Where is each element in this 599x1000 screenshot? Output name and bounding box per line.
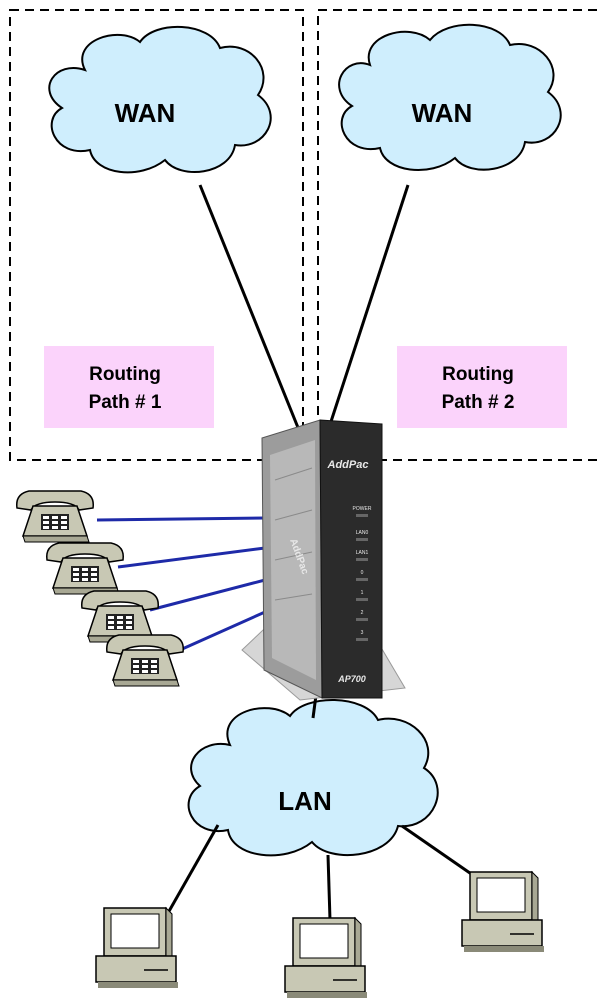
device-brand: AddPac xyxy=(327,459,369,471)
wan-left-label: WAN xyxy=(115,98,176,128)
led-lan1-label: LAN1 xyxy=(356,550,369,556)
computer-icon xyxy=(95,907,179,989)
led-0 xyxy=(356,578,368,581)
phone-line-4 xyxy=(179,610,266,652)
led-power-label: POWER xyxy=(353,506,372,512)
led-1-label: 1 xyxy=(361,590,364,596)
led-2 xyxy=(356,618,368,621)
routing-path-1-box: Routing Path # 1 xyxy=(44,346,214,428)
lan-label: LAN xyxy=(278,786,331,816)
phone-line-1 xyxy=(96,516,266,522)
lan-link-pc-1 xyxy=(166,824,220,914)
routing-path-2-line2: Path # 2 xyxy=(442,392,515,413)
routing-path-1-line1: Routing xyxy=(89,364,161,385)
lan-cloud: LAN xyxy=(187,699,439,857)
phone-line-3 xyxy=(149,578,266,612)
wan-cloud-left: WAN xyxy=(48,25,272,174)
led-power xyxy=(356,514,368,517)
wan-link-1 xyxy=(198,184,305,441)
led-lan0-label: LAN0 xyxy=(356,530,369,536)
telephone-icon xyxy=(106,634,184,687)
led-0-label: 0 xyxy=(361,570,364,576)
wan-right-label: WAN xyxy=(412,98,473,128)
routing-path-1-line2: Path # 1 xyxy=(89,392,162,413)
wan-cloud-right: WAN xyxy=(338,23,562,171)
led-lan0 xyxy=(356,538,368,541)
device-model: AP700 xyxy=(337,674,366,684)
led-3-label: 3 xyxy=(361,630,364,636)
routing-path-2-line1: Routing xyxy=(442,364,514,385)
led-2-label: 2 xyxy=(361,610,364,616)
lan-link-pc-3 xyxy=(401,824,481,882)
led-1 xyxy=(356,598,368,601)
routing-path-2-box: Routing Path # 2 xyxy=(397,346,567,428)
phone-line-2 xyxy=(117,546,266,569)
gateway-device-ap700: AddPac AddPac POWER LAN0 LAN1 0 1 2 3 AP… xyxy=(241,419,406,701)
routing-region-1 xyxy=(9,9,304,461)
telephone-icon xyxy=(16,490,94,543)
telephone-icon xyxy=(46,542,124,595)
routing-region-2 xyxy=(317,9,598,460)
wan-link-2 xyxy=(323,184,410,441)
led-lan1 xyxy=(356,558,368,561)
computer-icon xyxy=(284,917,368,999)
led-3 xyxy=(356,638,368,641)
lan-link-pc-2 xyxy=(326,854,332,921)
computer-icon xyxy=(461,871,545,953)
